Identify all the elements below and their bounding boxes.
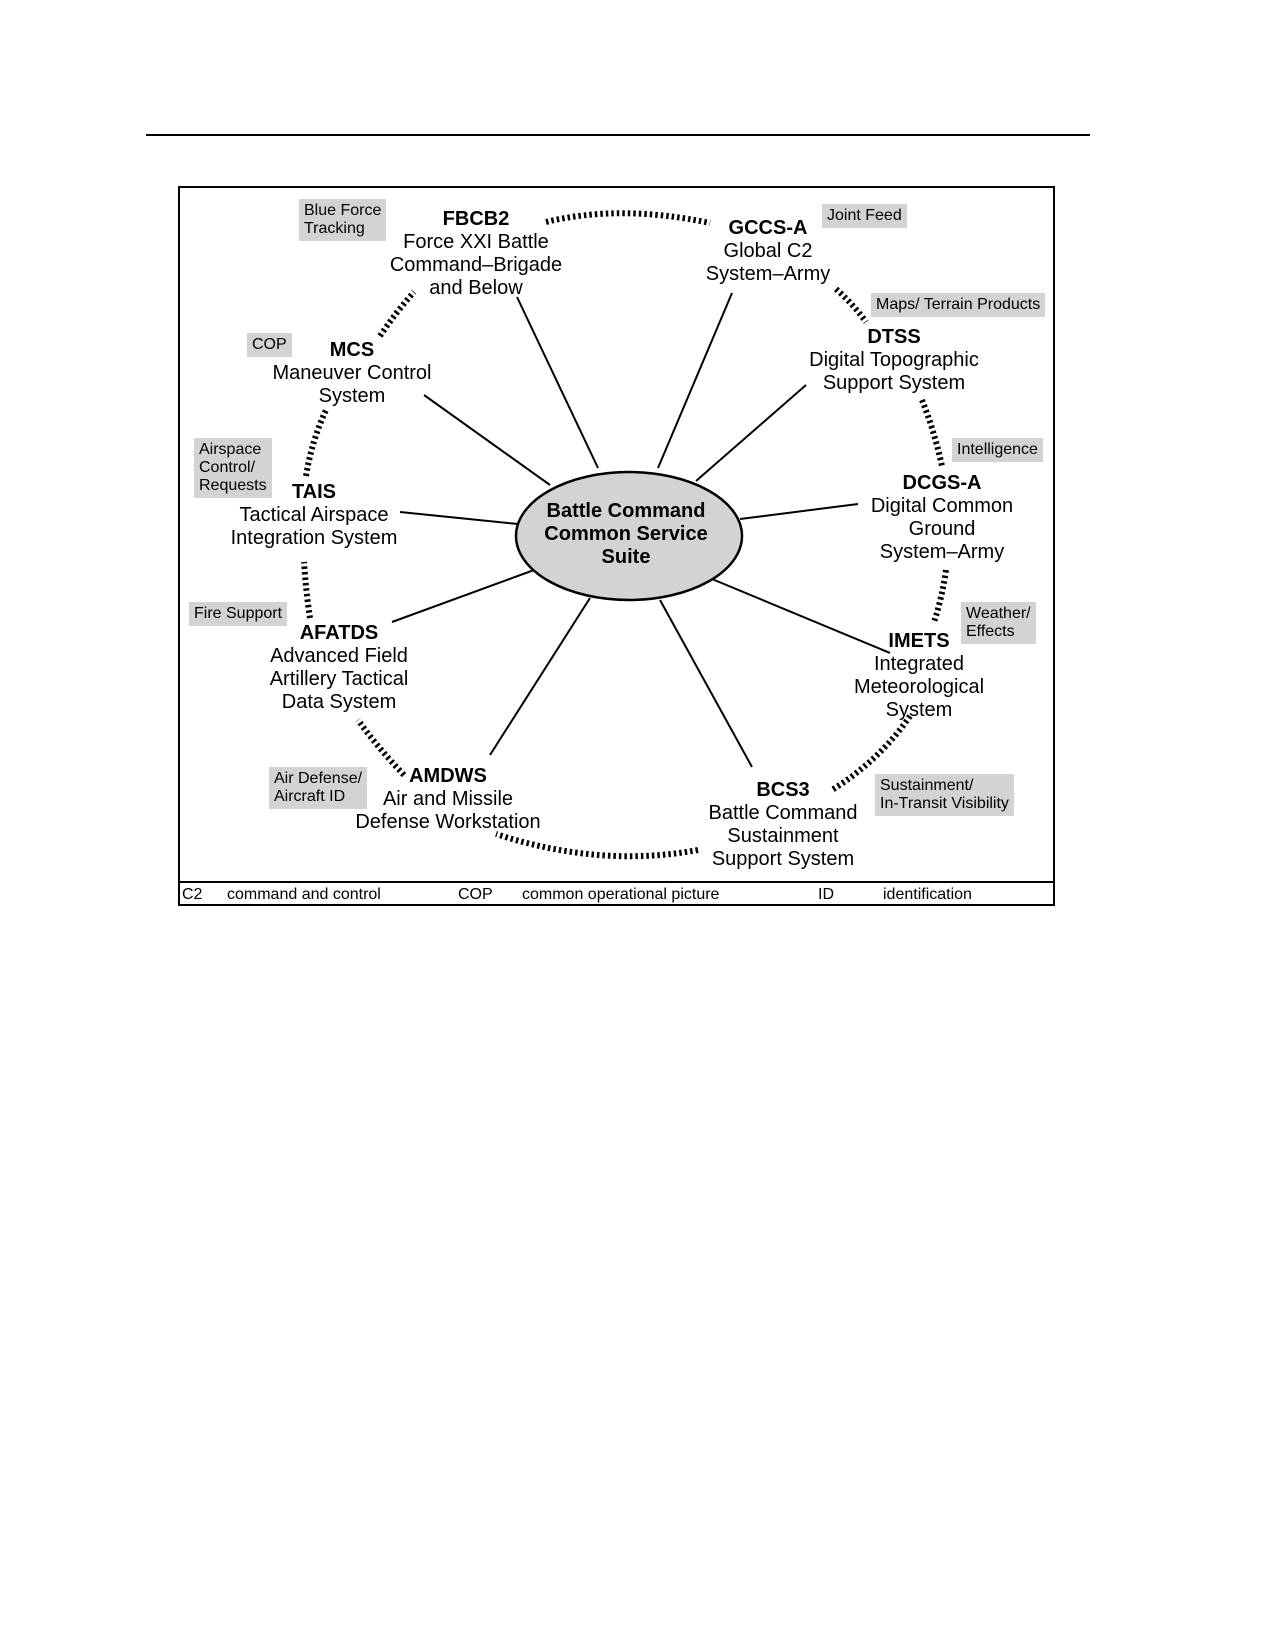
spoke-dtss — [695, 384, 807, 482]
glossary-term: COP — [458, 886, 493, 903]
node-mcs-abbr: MCS — [329, 339, 375, 361]
spoke-amdws — [489, 597, 591, 756]
node-imets-abbr: IMETS — [888, 630, 950, 652]
node-imets: IMETS Integrated Meteorological System — [854, 630, 984, 722]
ring-arc-gccs-a-dtss — [834, 286, 869, 324]
spoke-afatds — [391, 569, 535, 623]
node-mcs-name: Maneuver Control System — [272, 362, 432, 407]
tag-blue-force-tracking: Blue Force Tracking — [299, 199, 387, 241]
node-dtss-name: Digital Topographic Support System — [809, 349, 979, 394]
glossary-definition: command and control — [227, 886, 381, 903]
spoke-mcs — [423, 394, 551, 486]
tag-maps-terrain-products: Maps/ Terrain Products — [871, 293, 1046, 317]
node-bcs3: BCS3 Battle Command Sustainment Support … — [709, 779, 858, 871]
spoke-imets — [711, 578, 891, 654]
node-amdws: AMDWS Air and Missile Defense Workstatio… — [355, 765, 540, 834]
ring-arc-dtss-dcgs-a — [919, 398, 945, 467]
node-tais-abbr: TAIS — [291, 481, 337, 503]
node-gccs-a-abbr: GCCS-A — [728, 217, 808, 239]
spoke-gccs-a — [657, 292, 733, 469]
node-tais: TAIS Tactical Airspace Integration Syste… — [231, 481, 398, 550]
page-top-rule — [146, 134, 1090, 136]
node-afatds-abbr: AFATDS — [299, 622, 379, 644]
ring-arc-tais-mcs — [303, 408, 329, 477]
spoke-tais — [399, 511, 519, 525]
node-gccs-a-name: Global C2 System–Army — [705, 240, 831, 285]
glossary-definition: common operational picture — [522, 886, 720, 903]
node-dcgs-a-name: Digital Common Ground System–Army — [870, 495, 1014, 563]
node-gccs-a: GCCS-A Global C2 System–Army — [706, 217, 830, 286]
ring-arc-amdws-afatds — [355, 718, 407, 778]
ring-arc-bcs3-amdws — [495, 831, 699, 860]
node-bcs3-name: Battle Command Sustainment Support Syste… — [708, 802, 858, 870]
node-mcs: MCS Maneuver Control System — [273, 339, 432, 408]
hub-ellipse — [514, 470, 744, 602]
node-fbcb2: FBCB2 Force XXI Battle Command–Brigade a… — [390, 208, 562, 300]
tag-airspace-control-requests: Airspace Control/ Requests — [194, 438, 272, 498]
glossary-definition: identification — [883, 886, 972, 903]
node-dcgs-a-abbr: DCGS-A — [902, 472, 982, 494]
node-amdws-abbr: AMDWS — [409, 765, 487, 787]
node-fbcb2-abbr: FBCB2 — [442, 208, 510, 230]
node-dtss: DTSS Digital Topographic Support System — [809, 326, 979, 395]
node-fbcb2-name: Force XXI Battle Command–Brigade and Bel… — [389, 231, 563, 299]
node-tais-name: Tactical Airspace Integration System — [230, 504, 398, 549]
tag-air-defense-aircraft-id: Air Defense/ Aircraft ID — [269, 767, 368, 809]
hub-label: Battle Command Common Service Suite — [544, 500, 708, 568]
glossary: C2 command and control COP common operat… — [178, 881, 1055, 908]
node-bcs3-abbr: BCS3 — [756, 779, 810, 801]
tag-cop: COP — [247, 333, 292, 357]
node-dcgs-a: DCGS-A Digital Common Ground System–Army — [871, 472, 1013, 564]
ring-arc-dcgs-a-imets — [931, 569, 949, 623]
spoke-dcgs-a — [739, 503, 859, 520]
tag-sustainment-in-transit-visibility: Sustainment/ In-Transit Visibility — [875, 774, 1014, 816]
spoke-bcs3 — [659, 599, 753, 768]
tag-fire-support: Fire Support — [189, 602, 288, 626]
ring-arc-fbcb2-gccs-a — [545, 210, 711, 226]
node-dtss-abbr: DTSS — [867, 326, 921, 348]
tag-weather-effects: Weather/ Effects — [961, 602, 1036, 644]
tag-intelligence: Intelligence — [952, 438, 1043, 462]
node-amdws-name: Air and Missile Defense Workstation — [355, 788, 541, 833]
ring-arc-mcs-fbcb2 — [377, 289, 417, 338]
tag-joint-feed: Joint Feed — [822, 204, 907, 228]
glossary-term: ID — [818, 886, 834, 903]
node-afatds: AFATDS Advanced Field Artillery Tactical… — [270, 622, 409, 714]
node-afatds-name: Advanced Field Artillery Tactical Data S… — [269, 645, 409, 713]
node-imets-name: Integrated Meteorological System — [853, 653, 985, 721]
ring-arc-imets-bcs3 — [830, 714, 913, 793]
glossary-term: C2 — [182, 886, 203, 903]
spoke-fbcb2 — [516, 296, 599, 469]
figure-frame — [178, 186, 1055, 906]
ring-arc-afatds-tais — [301, 561, 313, 619]
